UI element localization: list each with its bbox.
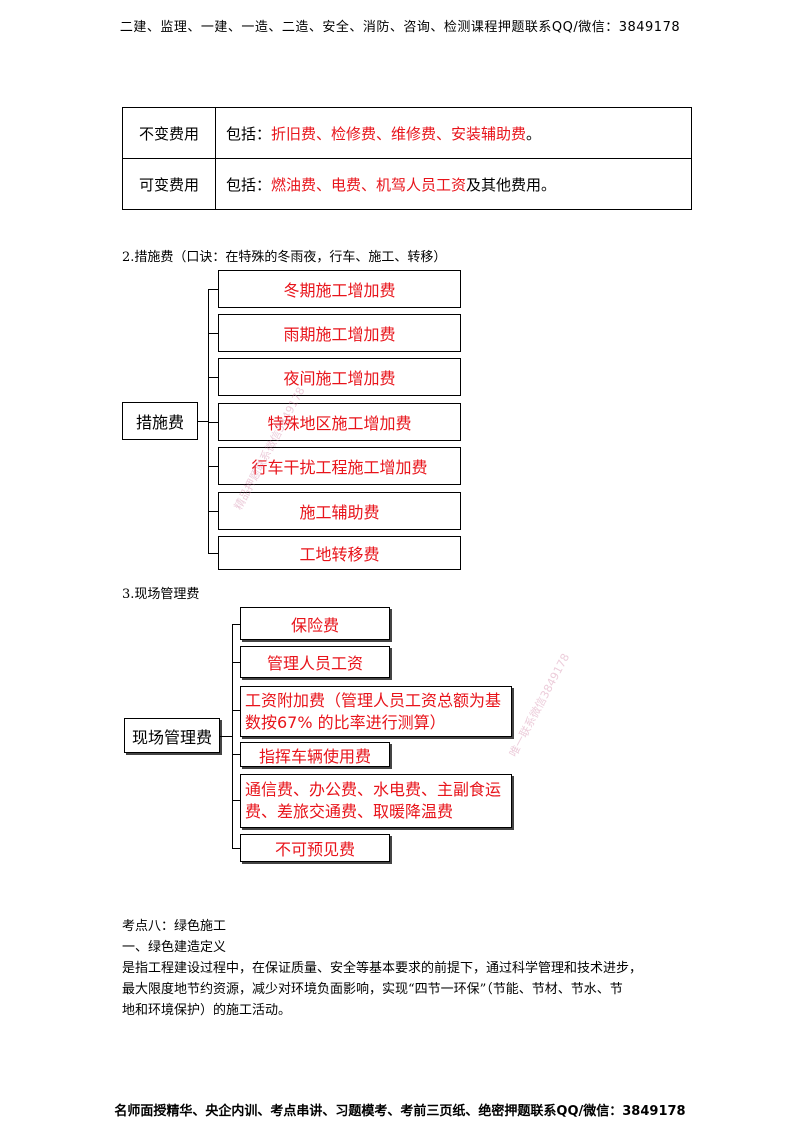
connector bbox=[220, 736, 232, 737]
connector bbox=[208, 377, 218, 378]
point8-heading: 考点八：绿色施工 bbox=[122, 919, 227, 934]
page-footer: 名师面授精华、央企内训、考点串讲、习题模考、考前三页纸、绝密押题联系QQ/微信：… bbox=[114, 1104, 686, 1119]
section3-item: 工资附加费（管理人员工资总额为基数按67% 的比率进行测算） bbox=[240, 686, 512, 737]
connector bbox=[232, 662, 240, 663]
connector bbox=[232, 710, 240, 711]
watermark: 唯一联系微信3849178 bbox=[506, 651, 573, 760]
section3-item: 保险费 bbox=[240, 607, 390, 640]
paragraph-line: 地和环境保护）的施工活动。 bbox=[122, 1003, 292, 1018]
connector bbox=[208, 289, 218, 290]
section3-item: 管理人员工资 bbox=[240, 646, 390, 678]
section2-title: 2.措施费（口诀：在特殊的冬雨夜，行车、施工、转移） bbox=[122, 250, 447, 265]
connector bbox=[208, 422, 218, 423]
section2-item: 夜间施工增加费 bbox=[218, 358, 461, 396]
connector bbox=[232, 754, 240, 755]
section2-item: 行车干扰工程施工增加费 bbox=[218, 447, 461, 485]
paragraph-line: 是指工程建设过程中，在保证质量、安全等基本要求的前提下，通过科学管理和技术进步， bbox=[122, 961, 643, 976]
section2-item: 工地转移费 bbox=[218, 536, 461, 570]
section2-item: 施工辅助费 bbox=[218, 492, 461, 530]
table-row: 可变费用 包括：燃油费、电费、机驾人员工资及其他费用。 bbox=[122, 158, 692, 210]
section2-item: 雨期施工增加费 bbox=[218, 314, 461, 352]
row-value: 包括：燃油费、电费、机驾人员工资及其他费用。 bbox=[215, 158, 692, 210]
connector bbox=[232, 624, 233, 848]
row-label: 可变费用 bbox=[122, 158, 216, 210]
connector bbox=[208, 333, 218, 334]
row-label: 不变费用 bbox=[122, 107, 216, 159]
section3-item: 指挥车辆使用费 bbox=[240, 742, 390, 767]
section3-root: 现场管理费 bbox=[124, 718, 220, 753]
point8-subheading: 一、绿色建造定义 bbox=[122, 940, 227, 955]
section2-item: 特殊地区施工增加费 bbox=[218, 403, 461, 441]
connector bbox=[208, 289, 209, 553]
connector bbox=[232, 848, 240, 849]
cost-table: 不变费用 包括：折旧费、检修费、维修费、安装辅助费。 可变费用 包括：燃油费、电… bbox=[122, 107, 692, 210]
connector bbox=[232, 800, 240, 801]
section3-title: 3.现场管理费 bbox=[122, 587, 200, 602]
row-value: 包括：折旧费、检修费、维修费、安装辅助费。 bbox=[215, 107, 692, 159]
section3-item: 不可预见费 bbox=[240, 834, 390, 862]
connector bbox=[232, 624, 240, 625]
connector bbox=[208, 466, 218, 467]
page-header: 二建、监理、一建、一造、二造、安全、消防、咨询、检测课程押题联系QQ/微信：38… bbox=[119, 20, 681, 35]
table-row: 不变费用 包括：折旧费、检修费、维修费、安装辅助费。 bbox=[122, 107, 692, 159]
point8-paragraph: 是指工程建设过程中，在保证质量、安全等基本要求的前提下，通过科学管理和技术进步，… bbox=[122, 958, 702, 1021]
section2-item: 冬期施工增加费 bbox=[218, 270, 461, 308]
connector bbox=[208, 553, 218, 554]
paragraph-line: 最大限度地节约资源，减少对环境负面影响，实现“四节一环保”（节能、节材、节水、节 bbox=[122, 982, 623, 997]
section2-root: 措施费 bbox=[122, 402, 198, 440]
connector bbox=[208, 511, 218, 512]
section3-item: 通信费、办公费、水电费、主副食运费、差旅交通费、取暖降温费 bbox=[240, 774, 512, 828]
connector bbox=[198, 421, 208, 422]
